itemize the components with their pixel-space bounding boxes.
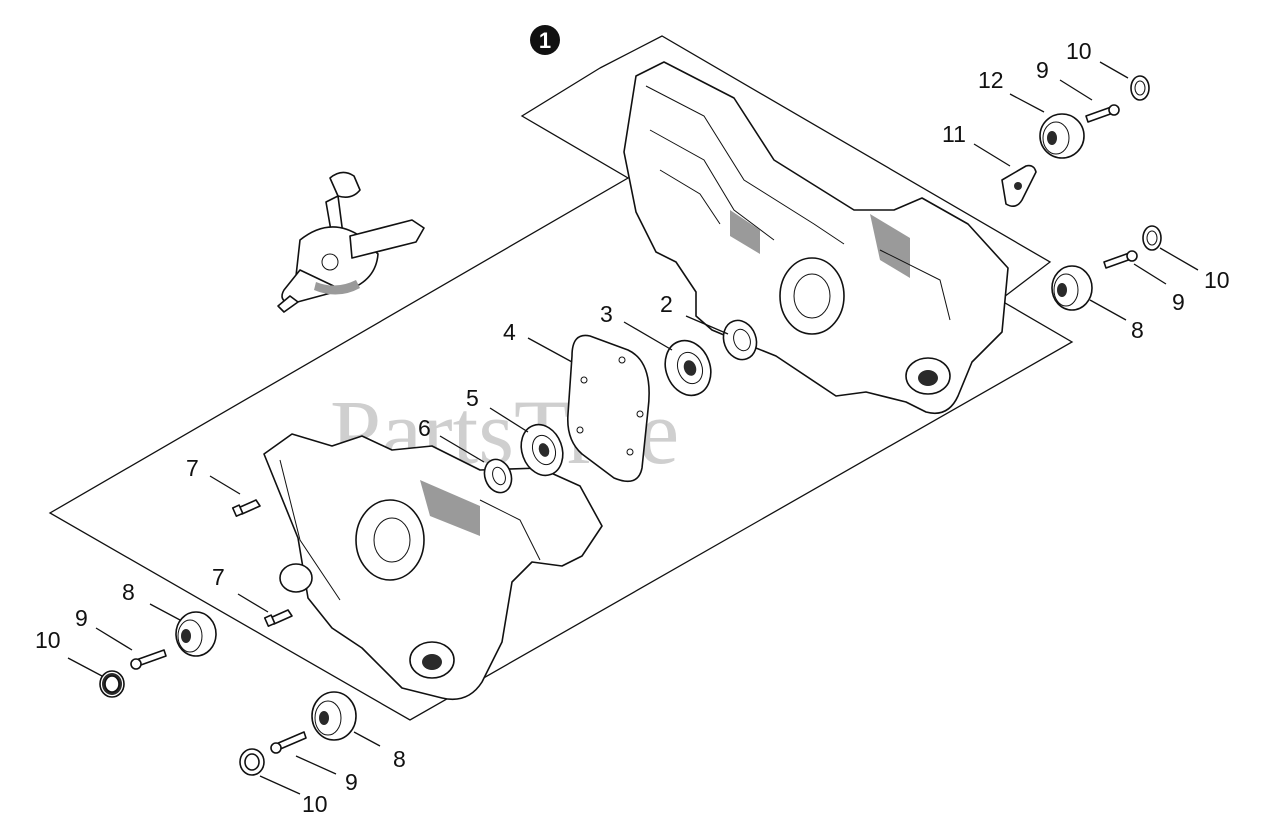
- callout-1[interactable]: 1: [530, 25, 560, 55]
- gasket[interactable]: [566, 334, 650, 483]
- crankshaft[interactable]: [277, 171, 425, 313]
- callout-8-right[interactable]: 8: [1131, 317, 1144, 343]
- callout-9-right[interactable]: 9: [1172, 289, 1185, 315]
- callout-8-left[interactable]: 8: [122, 579, 135, 605]
- assembly-bracket: [48, 35, 1074, 721]
- svg-text:1: 1: [539, 28, 551, 53]
- callout-3[interactable]: 3: [600, 301, 613, 327]
- callout-4[interactable]: 4: [503, 319, 516, 345]
- leader-lines: [67, 61, 1199, 795]
- callout-9-top[interactable]: 9: [1036, 57, 1049, 83]
- callout-5[interactable]: 5: [466, 385, 479, 411]
- mount-12[interactable]: [1039, 113, 1085, 159]
- callout-12[interactable]: 12: [978, 67, 1004, 93]
- callout-6[interactable]: 6: [418, 415, 431, 441]
- callout-10-left[interactable]: 10: [35, 627, 61, 653]
- callout-9-bottom[interactable]: 9: [345, 769, 358, 795]
- callout-10-top[interactable]: 10: [1066, 38, 1092, 64]
- part-11[interactable]: [1001, 164, 1037, 208]
- callout-7-lower[interactable]: 7: [212, 564, 225, 590]
- washer-10-left[interactable]: [99, 670, 125, 698]
- callout-11[interactable]: 11: [942, 121, 966, 147]
- pin-9-right[interactable]: [1103, 250, 1138, 269]
- washer-10-bottom[interactable]: [239, 748, 265, 776]
- pin-9-left[interactable]: [130, 649, 167, 670]
- callout-10-bottom[interactable]: 10: [302, 791, 328, 817]
- callout-7-upper[interactable]: 7: [186, 455, 199, 481]
- bearing-5[interactable]: [514, 419, 569, 482]
- pin-9-top[interactable]: [1085, 104, 1120, 123]
- oil-seal-6[interactable]: [480, 456, 516, 497]
- oil-seal-2[interactable]: [718, 316, 762, 365]
- pin-9-bottom[interactable]: [270, 731, 307, 754]
- callout-9-left[interactable]: 9: [75, 605, 88, 631]
- callout-8-bottom[interactable]: 8: [393, 746, 406, 772]
- washer-10-top[interactable]: [1130, 75, 1150, 101]
- washer-10-right[interactable]: [1142, 225, 1162, 251]
- crankcase-upper[interactable]: [623, 61, 1009, 415]
- mount-8-right[interactable]: [1051, 265, 1093, 311]
- mount-8-left[interactable]: [175, 611, 217, 657]
- mount-8-bottom[interactable]: [311, 691, 357, 741]
- screw-7-upper[interactable]: [231, 499, 261, 517]
- screw-7-lower[interactable]: [263, 609, 293, 627]
- crankcase-lower[interactable]: [263, 433, 603, 701]
- callout-2[interactable]: 2: [660, 291, 673, 317]
- callout-10-right[interactable]: 10: [1204, 267, 1230, 293]
- bearing-3[interactable]: [658, 334, 718, 402]
